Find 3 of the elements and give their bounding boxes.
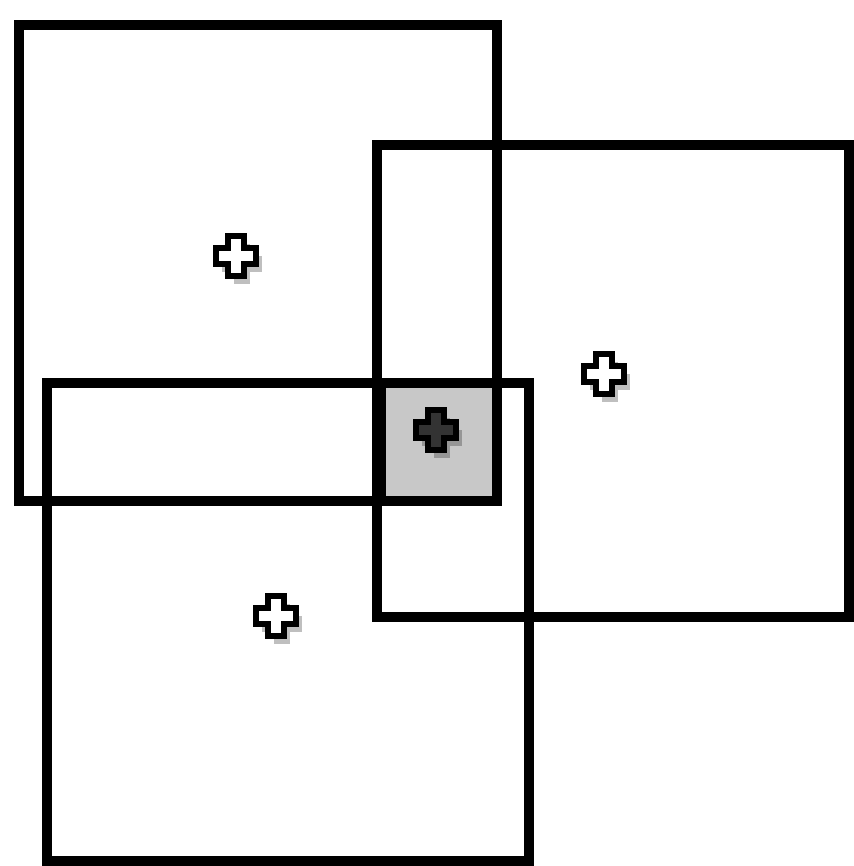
square-frame: [14, 20, 502, 506]
square-frame: [42, 378, 534, 866]
square-frame: [372, 140, 854, 622]
